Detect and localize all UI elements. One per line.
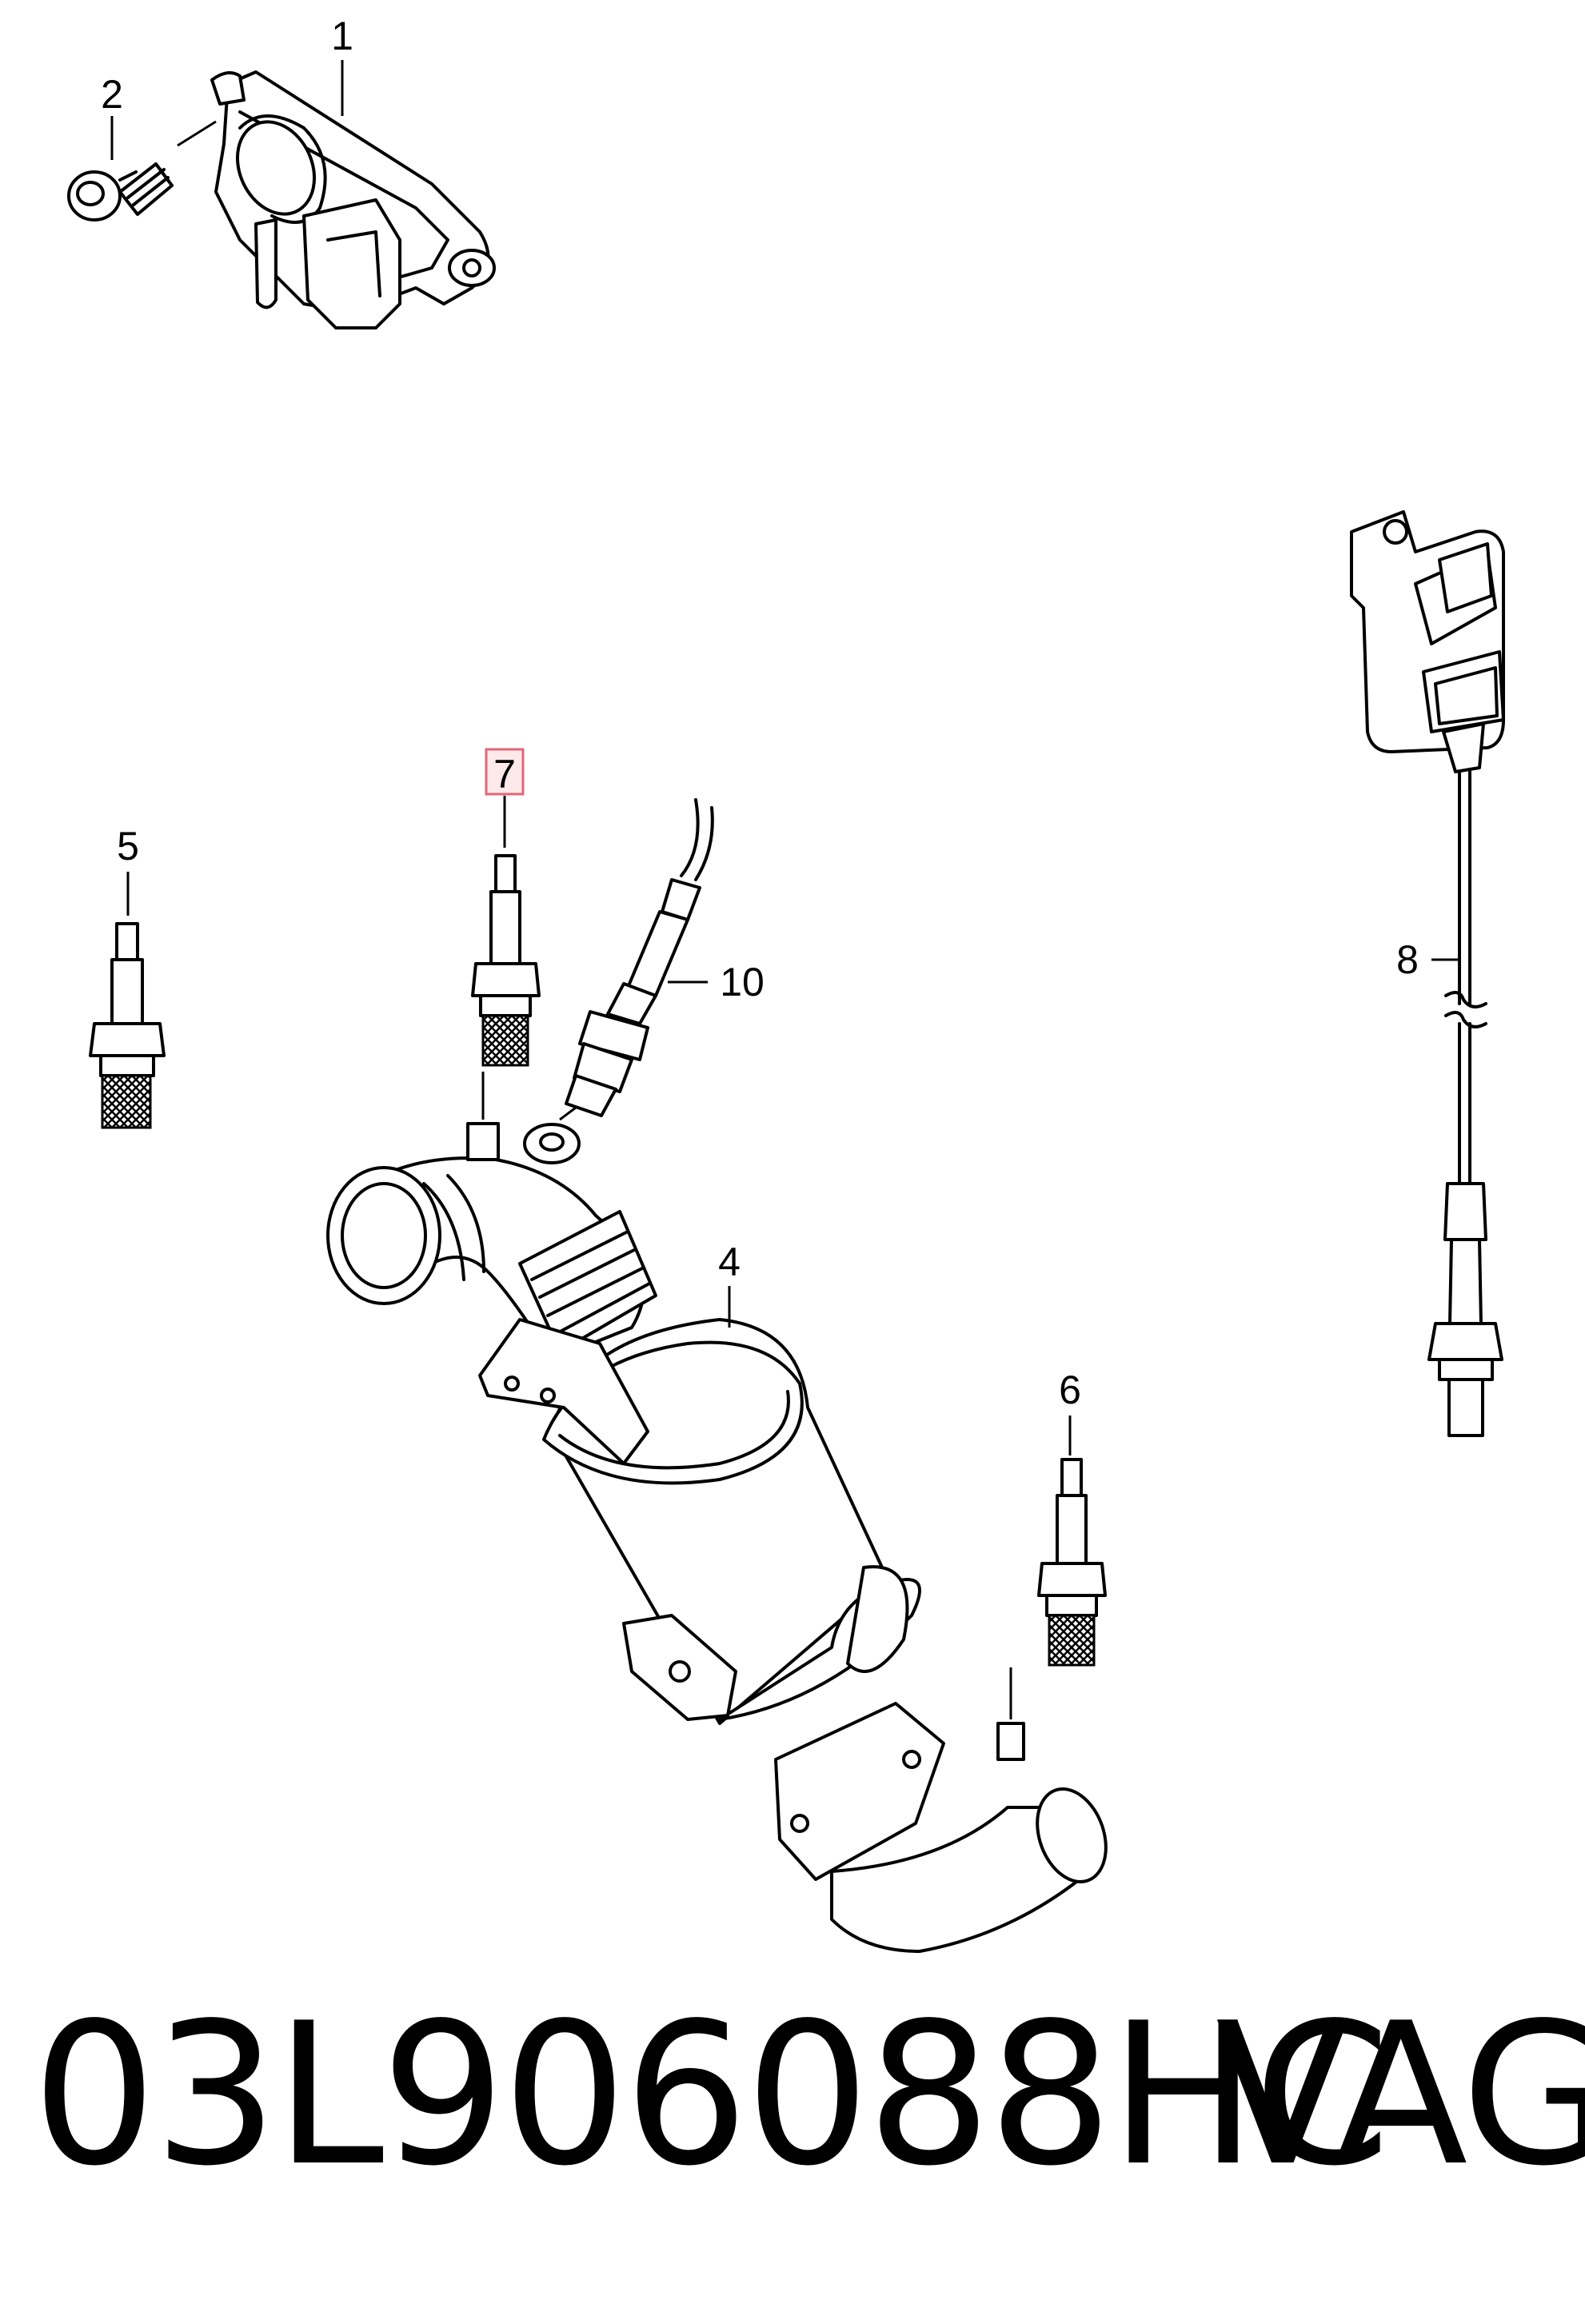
svg-text:2: 2	[101, 72, 123, 117]
lambda-probe-part	[565, 798, 714, 1117]
callout-1: 1	[331, 14, 353, 116]
callout-10: 10	[668, 960, 765, 1004]
callout-6: 6	[1059, 1368, 1081, 1455]
callout-8: 8	[1396, 937, 1459, 982]
svg-text:1: 1	[331, 14, 353, 58]
callout-4: 4	[718, 1240, 741, 1328]
pressure-sensor-part	[210, 70, 496, 329]
exploded-parts-diagram: 1 2 4 5 6 7 8 10	[67, 14, 1505, 1953]
callout-2: 2	[101, 72, 217, 160]
footer: 03L906088HC VAG	[0, 1975, 1585, 2215]
svg-text:7: 7	[493, 752, 516, 797]
probe-10-mount-line	[559, 1106, 577, 1121]
svg-text:10: 10	[720, 960, 765, 1004]
callout-5: 5	[117, 824, 139, 916]
part-number: 03L906088HC	[32, 1981, 1391, 2209]
svg-text:6: 6	[1059, 1368, 1081, 1412]
svg-text:5: 5	[117, 824, 139, 869]
svg-text:8: 8	[1396, 937, 1419, 982]
callout-7-highlighted: 7	[485, 748, 525, 848]
temperature-sensor-part-7	[471, 854, 541, 1067]
nox-sensor-part	[1350, 510, 1505, 1437]
catalytic-converter-part	[326, 1122, 1108, 1953]
brand-name: VAG	[1216, 1981, 1585, 2209]
temperature-sensor-part-6	[1037, 1458, 1107, 1667]
temperature-sensor-part-5	[89, 922, 166, 1129]
svg-text:4: 4	[718, 1240, 741, 1284]
bolt-part	[67, 162, 174, 222]
